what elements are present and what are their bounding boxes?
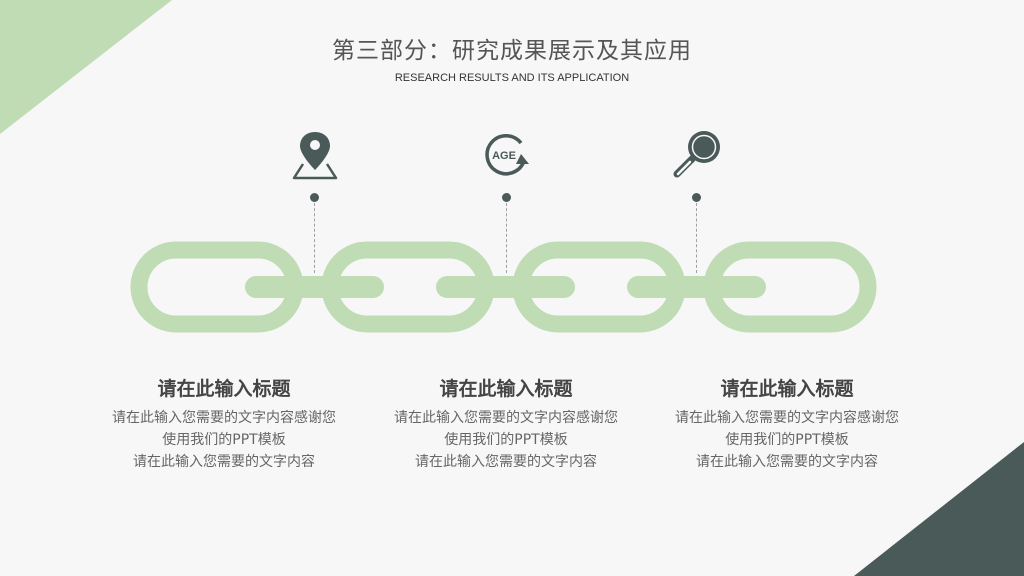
block-body: 请在此输入您需要的文字内容感谢您 使用我们的PPT模板 请在此输入您需要的文字内…: [84, 407, 364, 473]
age-icon-label: AGE: [492, 150, 516, 162]
block-line: 使用我们的PPT模板: [725, 432, 849, 448]
block-body: 请在此输入您需要的文字内容感谢您 使用我们的PPT模板 请在此输入您需要的文字内…: [647, 407, 927, 473]
connector-dash: [314, 203, 315, 273]
block-title: 请在此输入标题: [157, 378, 291, 400]
block-body: 请在此输入您需要的文字内容感谢您 使用我们的PPT模板 请在此输入您需要的文字内…: [366, 407, 646, 473]
connector-dot: [310, 193, 319, 202]
block-line: 使用我们的PPT模板: [444, 432, 568, 448]
block-line: 使用我们的PPT模板: [162, 432, 286, 448]
block-line: 请在此输入您需要的文字内容: [415, 454, 597, 470]
connector-dash: [506, 203, 507, 273]
content-block-2: 请在此输入标题 请在此输入您需要的文字内容感谢您 使用我们的PPT模板 请在此输…: [366, 374, 646, 473]
content-block-1: 请在此输入标题 请在此输入您需要的文字内容感谢您 使用我们的PPT模板 请在此输…: [84, 374, 364, 473]
connector-dash: [696, 203, 697, 273]
block-line: 请在此输入您需要的文字内容: [133, 454, 315, 470]
location-pin-map-icon: [292, 132, 338, 180]
age-refresh-icon: AGE: [485, 134, 529, 176]
content-block-3: 请在此输入标题 请在此输入您需要的文字内容感谢您 使用我们的PPT模板 请在此输…: [647, 374, 927, 473]
corner-triangle-top-left: [0, 0, 172, 134]
connector-dot: [692, 193, 701, 202]
block-line: 请在此输入您需要的文字内容感谢您: [112, 410, 336, 426]
corner-triangle-bottom-right: [854, 442, 1024, 576]
block-line: 请在此输入您需要的文字内容: [696, 454, 878, 470]
page-subtitle: RESEARCH RESULTS AND ITS APPLICATION: [394, 72, 630, 84]
block-line: 请在此输入您需要的文字内容感谢您: [675, 410, 899, 426]
block-title: 请在此输入标题: [439, 378, 573, 400]
block-title: 请在此输入标题: [720, 378, 854, 400]
page-title: 第三部分：研究成果展示及其应用: [332, 38, 692, 64]
connector-dot: [502, 193, 511, 202]
block-line: 请在此输入您需要的文字内容感谢您: [394, 410, 618, 426]
magnifier-icon: [673, 131, 720, 178]
